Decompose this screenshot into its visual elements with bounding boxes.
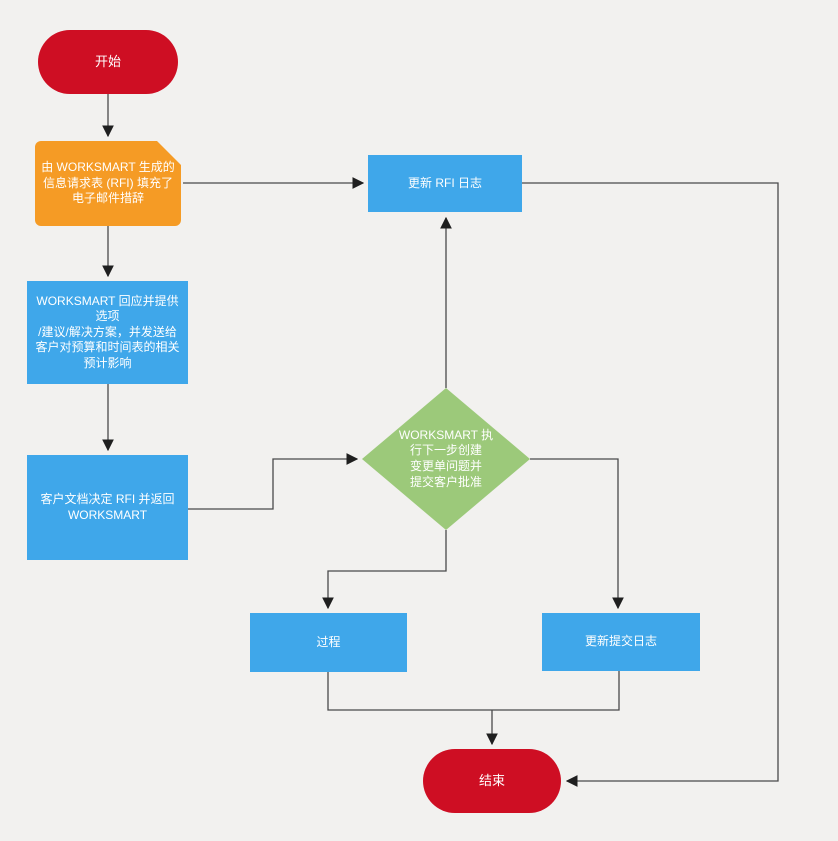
flow-node-respond[interactable]: WORKSMART 回应并提供选项 /建议/解决方案，并发送给 客户对预算和时间…	[27, 281, 188, 384]
flow-node-client-doc[interactable]: 客户文档决定 RFI 并返回 WORKSMART	[27, 455, 188, 560]
flow-node-respond-label: WORKSMART 回应并提供选项 /建议/解决方案，并发送给 客户对预算和时间…	[35, 293, 180, 370]
flow-node-process[interactable]: 过程	[250, 613, 407, 672]
flow-node-start[interactable]: 开始	[38, 30, 178, 94]
flow-node-update-submit-log-label: 更新提交日志	[584, 634, 657, 649]
connector-decision-to-update-submit-log	[530, 458, 624, 610]
flow-node-update-rfi-log-label: 更新 RFI 日志	[408, 175, 482, 190]
connector-junction	[327, 671, 620, 711]
connector-decision-to-process	[322, 530, 447, 610]
flow-node-rfi-card[interactable]: 由 WORKSMART 生成的 信息请求表 (RFI) 填充了 电子邮件措辞	[35, 141, 181, 226]
connector-client-doc-to-decision	[188, 453, 359, 510]
flow-node-end-label: 结束	[478, 772, 505, 788]
flow-node-process-label: 过程	[316, 634, 341, 649]
connector-update-rfi-log-to-end	[522, 182, 779, 787]
flow-node-update-submit-log[interactable]: 更新提交日志	[542, 613, 700, 671]
flow-node-end[interactable]: 结束	[423, 749, 561, 813]
flow-node-rfi-card-label: 由 WORKSMART 生成的 信息请求表 (RFI) 填充了 电子邮件措辞	[41, 160, 175, 206]
flow-node-decision-label: WORKSMART 执 行下一步创建 变更单问题并 提交客户批准	[398, 427, 494, 489]
flow-node-client-doc-label: 客户文档决定 RFI 并返回 WORKSMART	[40, 491, 175, 522]
flow-node-start-label: 开始	[94, 53, 121, 69]
flow-node-update-rfi-log[interactable]: 更新 RFI 日志	[368, 155, 522, 212]
